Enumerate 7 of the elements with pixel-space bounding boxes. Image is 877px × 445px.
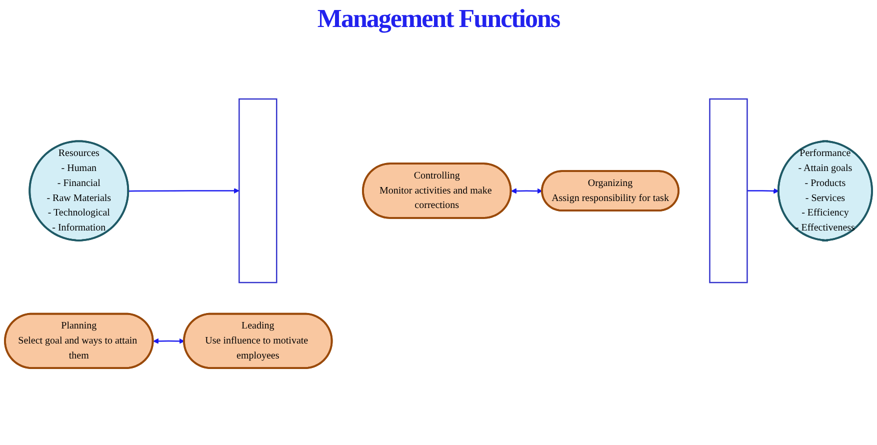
arrow — [747, 188, 779, 194]
arrow — [153, 338, 185, 344]
node-bar — [709, 98, 748, 284]
diagram-title: Management Functions — [316, 4, 561, 34]
node-bar — [238, 98, 278, 284]
arrow — [128, 188, 240, 194]
arrow — [511, 188, 543, 194]
